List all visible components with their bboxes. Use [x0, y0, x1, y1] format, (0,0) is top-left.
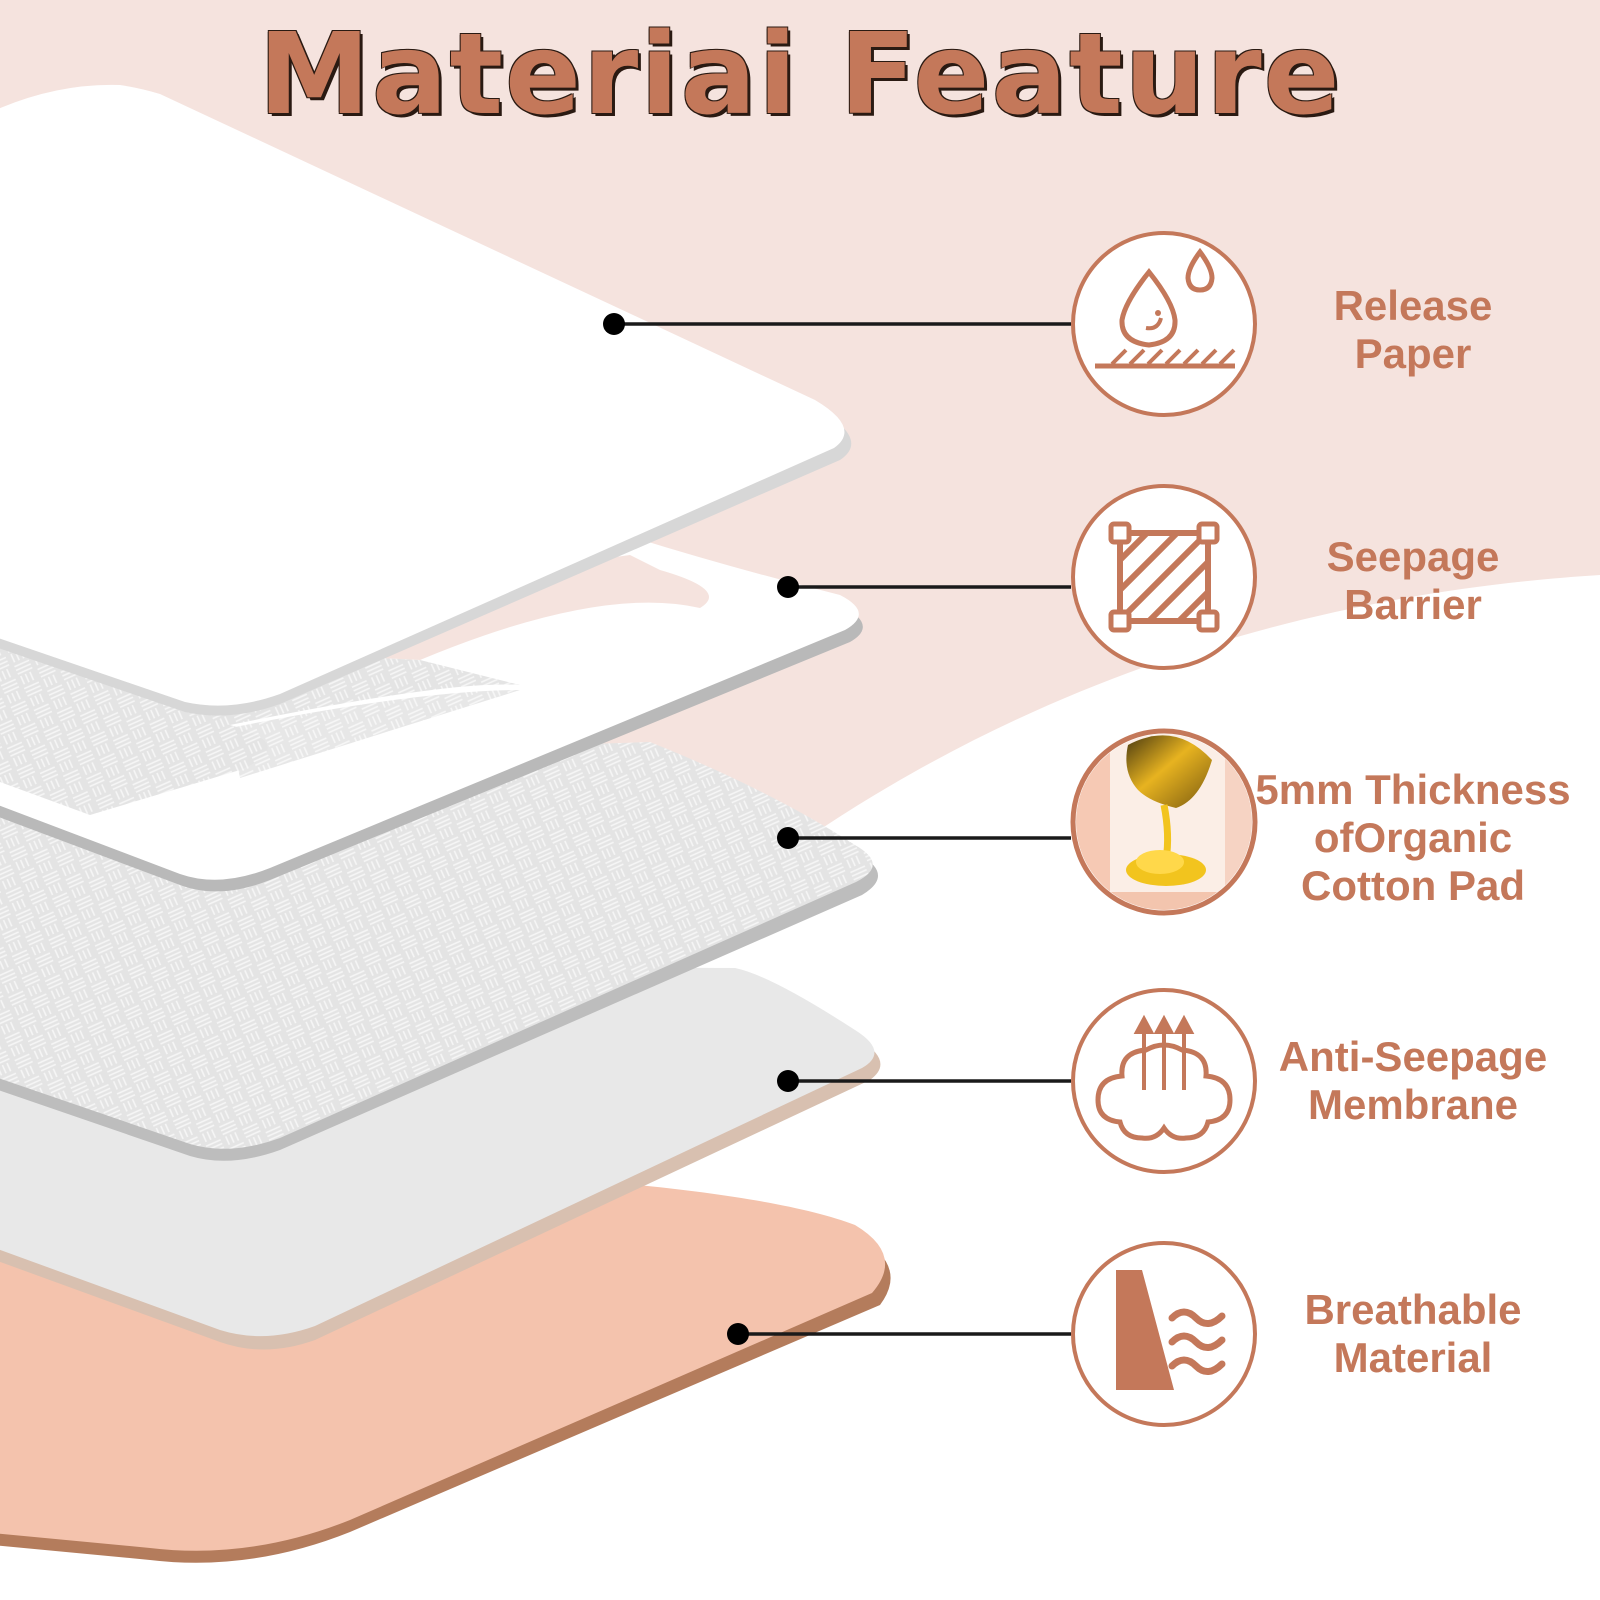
honey-drip-photo-icon [1070, 728, 1258, 916]
leader-line-release-paper [603, 313, 1071, 335]
label-breathable-material: Breathable Material [1304, 1286, 1522, 1381]
leader-line-breathable-material [727, 1323, 1071, 1345]
page-title: Materiai Feature [258, 10, 1342, 140]
label-cotton-pad: 5mm Thickness ofOrganic Cotton Pad [1255, 766, 1571, 909]
hatched-square-frame-icon [1071, 484, 1257, 670]
label-anti-seepage-membrane: Anti-Seepage Membrane [1278, 1033, 1548, 1128]
wall-waves-icon [1071, 1241, 1257, 1427]
leader-line-cotton-pad [777, 827, 1071, 849]
label-release-paper: Release Paper [1333, 282, 1493, 377]
water-drop-surface-icon [1071, 231, 1257, 417]
layer-release-paper [0, 84, 852, 716]
leader-line-anti-seepage-membrane [777, 1070, 1071, 1092]
leader-line-seepage-barrier [777, 576, 1071, 598]
label-seepage-barrier: Seepage Barrier [1326, 533, 1500, 628]
cloud-upward-arrows-icon [1071, 988, 1257, 1174]
